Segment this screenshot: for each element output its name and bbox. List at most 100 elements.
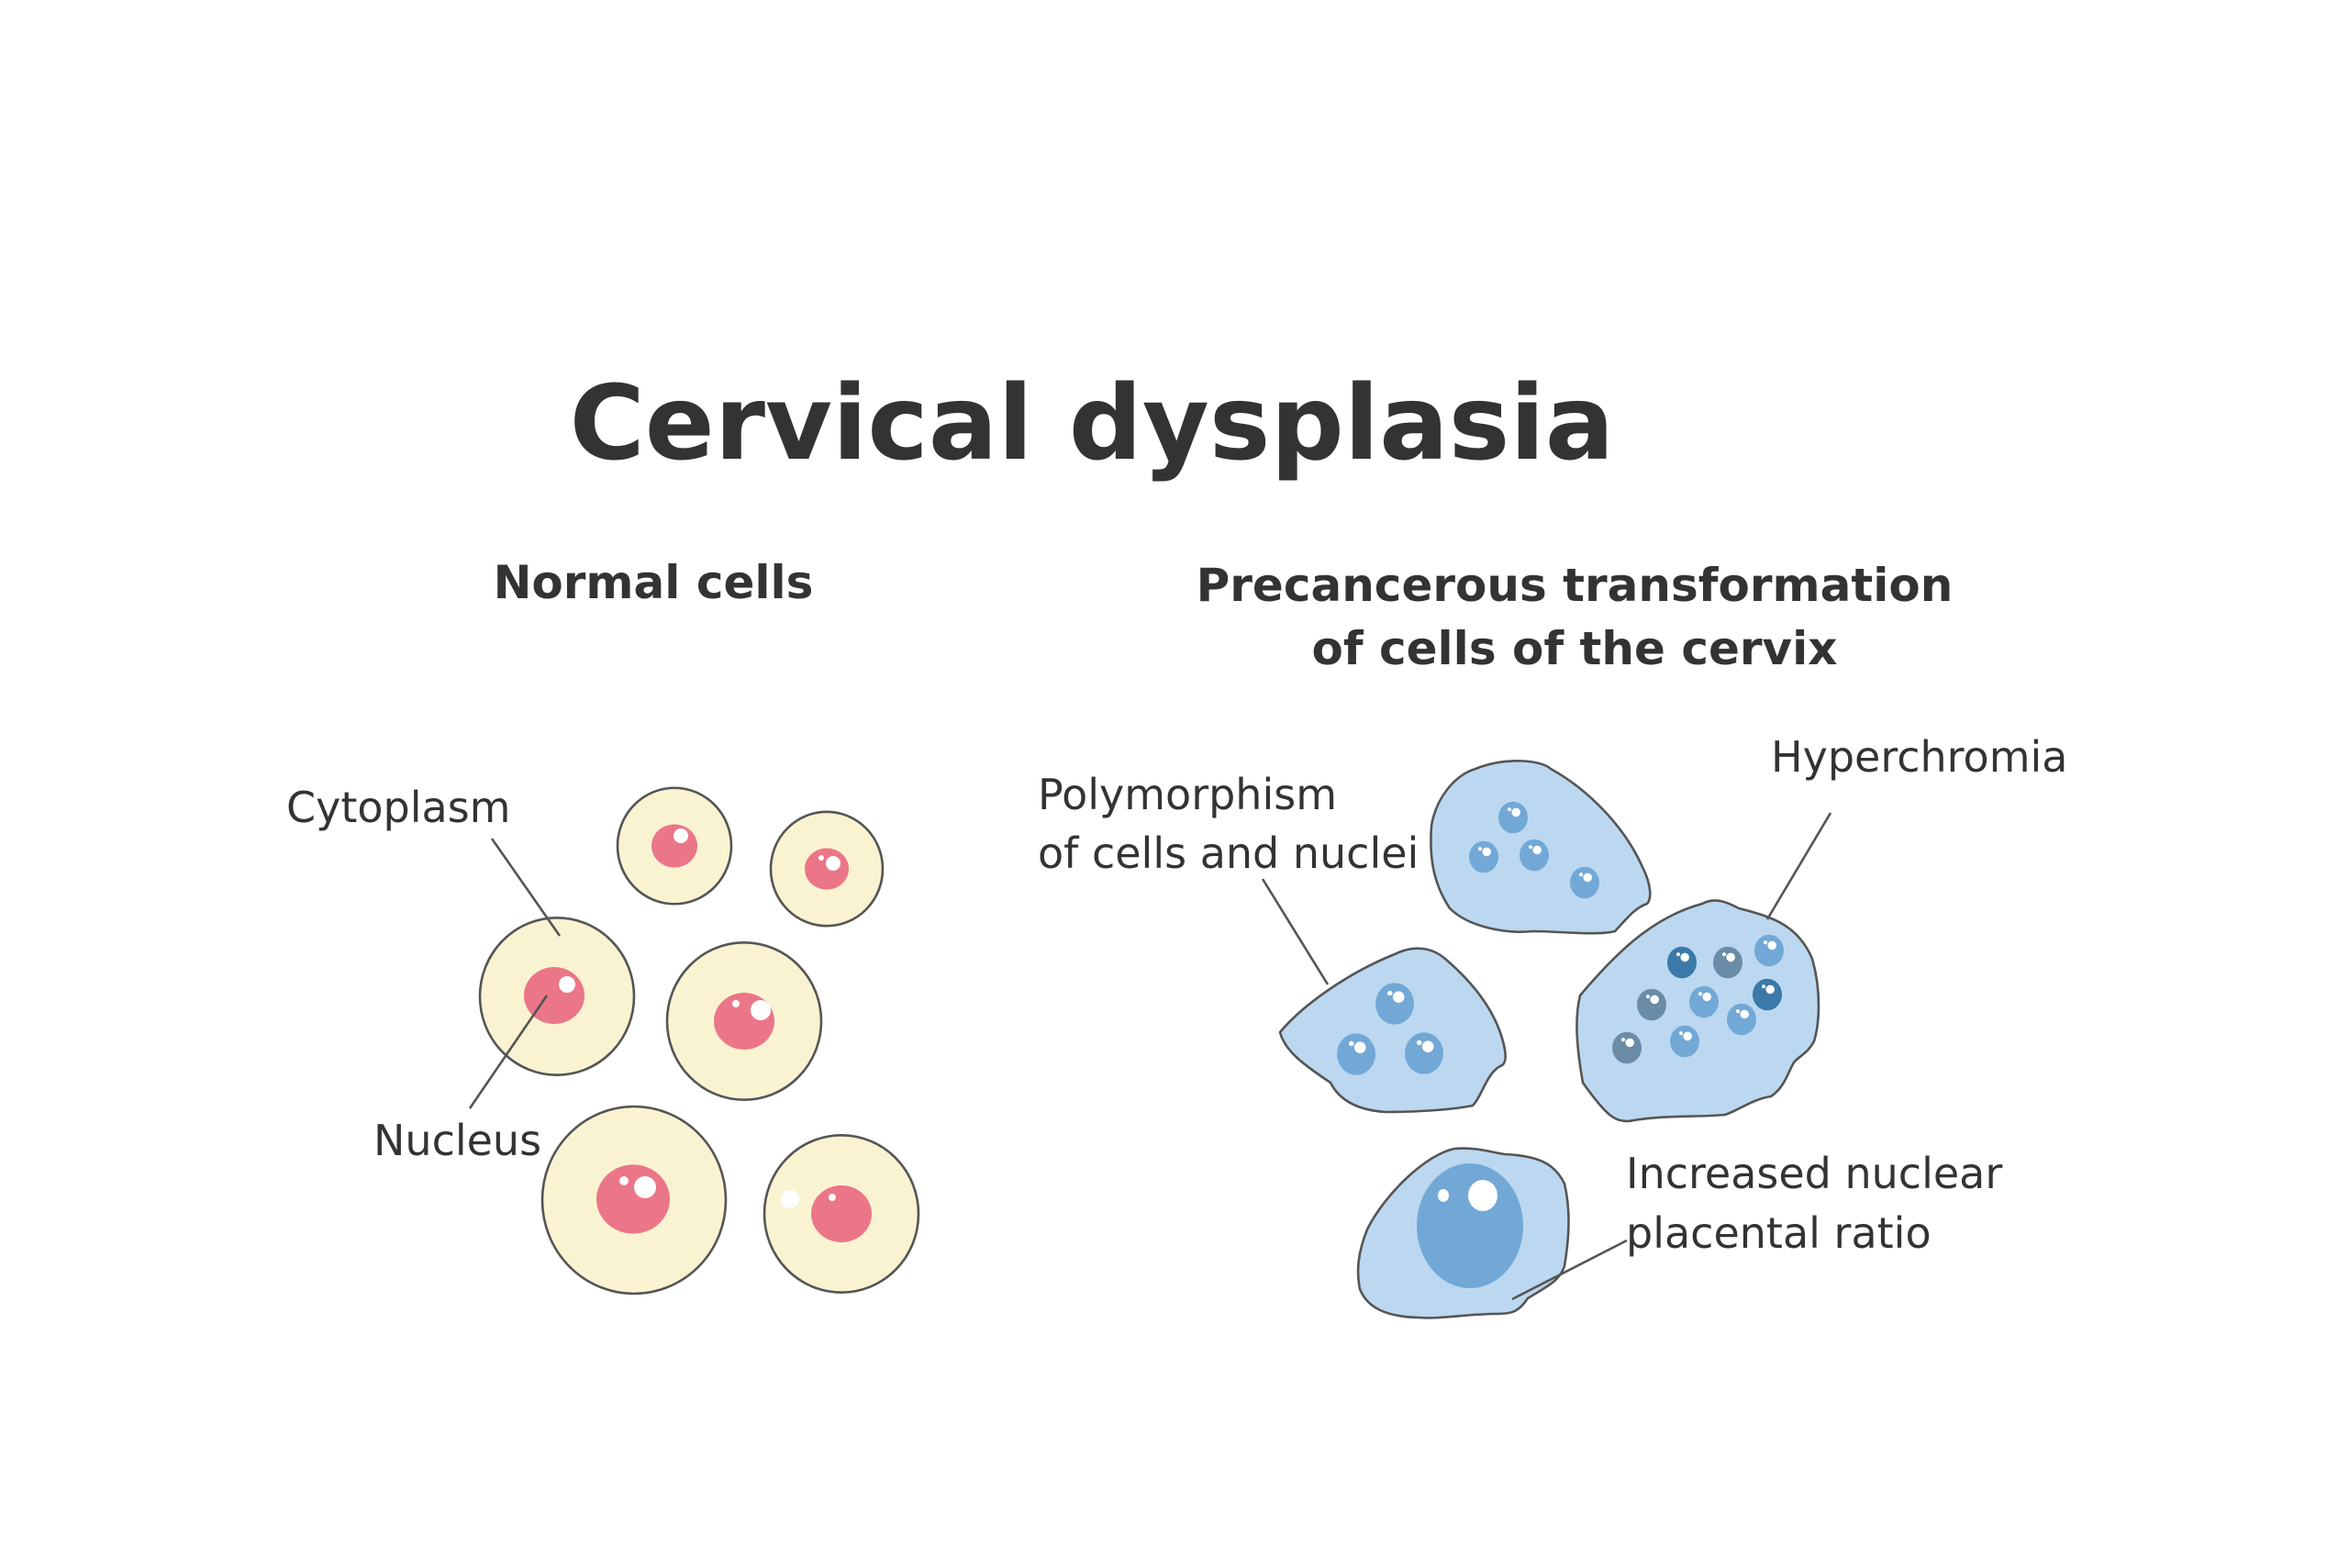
normal-cell	[667, 942, 821, 1099]
abnormal-nucleus	[1753, 979, 1782, 1011]
nucleus-highlight	[674, 828, 688, 843]
ratio-label-line1: Increased nuclear	[1626, 1149, 2002, 1198]
precancerous-heading-line2: of cells of the cervix	[1311, 622, 1837, 675]
nucleus-highlight	[826, 856, 841, 871]
hyperchromia-label: Hyperchromia	[1771, 732, 2067, 782]
nucleus-highlight	[751, 1000, 771, 1020]
precancerous-heading-line1: Precancerous transformation	[1197, 559, 1954, 612]
abnormal-nucleus	[1754, 935, 1784, 967]
cytoplasm-label: Cytoplasm	[286, 783, 510, 832]
nucleus-body	[1753, 979, 1782, 1011]
nucleus-highlight	[1354, 1041, 1366, 1053]
nucleus-highlight	[1482, 848, 1491, 857]
nucleus-highlight	[1702, 993, 1711, 1002]
abnormal-nucleus	[1375, 983, 1414, 1024]
abnormal-nucleus	[1498, 802, 1528, 834]
nucleus-highlight	[1762, 984, 1765, 988]
nucleus-highlight	[1764, 940, 1767, 944]
nucleus-highlight	[1736, 1009, 1740, 1013]
normal-cells-group	[480, 788, 918, 1294]
nucleus-highlight	[1740, 1010, 1749, 1019]
precancerous-section: Precancerous transformation of cells of …	[1038, 559, 2067, 1318]
nucleus-body	[1375, 983, 1414, 1024]
nucleus-highlight	[1579, 873, 1583, 876]
nucleus	[651, 825, 697, 868]
nucleus-highlight	[1349, 1041, 1353, 1046]
nucleus-body	[1612, 1032, 1642, 1064]
abnormal-nucleus	[1570, 867, 1599, 899]
nucleus-highlight	[1726, 953, 1735, 962]
polymorphic-cell-left	[1280, 949, 1506, 1112]
normal-cell	[618, 788, 731, 904]
nucleus-highlight	[619, 1176, 629, 1185]
nucleus-highlight	[1387, 991, 1392, 995]
abnormal-nucleus	[1520, 840, 1549, 872]
nucleus-body	[1637, 989, 1666, 1021]
nucleus-highlight	[1680, 953, 1689, 962]
abnormal-nucleus	[1670, 1026, 1699, 1058]
normal-cell	[480, 917, 634, 1074]
abnormal-nucleus	[1405, 1032, 1443, 1073]
nucleus-body	[1670, 1026, 1699, 1058]
nucleus-highlight-small	[1438, 1189, 1449, 1202]
nucleus-highlight	[829, 1194, 836, 1201]
nucleus-highlight	[732, 1000, 740, 1007]
nucleus-highlight	[1650, 995, 1659, 1005]
nucleus-highlight	[1508, 807, 1511, 811]
abnormal-nucleus	[1469, 841, 1498, 873]
nucleus-highlight	[1679, 1031, 1683, 1035]
nucleus-highlight	[1478, 847, 1482, 851]
nucleus-label: Nucleus	[373, 1116, 541, 1165]
abnormal-nucleus	[1713, 947, 1742, 979]
nucleus	[596, 1164, 670, 1233]
normal-cells-heading: Normal cells	[494, 556, 814, 609]
abnormal-nucleus	[1637, 989, 1666, 1021]
nucleus-highlight	[1646, 995, 1650, 998]
nucleus-highlight	[1422, 1040, 1434, 1052]
nucleus-body	[1754, 935, 1784, 967]
nucleus-body	[1727, 1004, 1756, 1036]
polymorphism-leader-line	[1263, 879, 1328, 984]
nucleus-highlight	[781, 1190, 799, 1208]
nucleus-highlight	[1683, 1032, 1692, 1041]
ratio-label-line2: placental ratio	[1626, 1208, 1932, 1258]
nucleus-highlight	[1529, 845, 1532, 849]
nucleus-highlight	[1393, 991, 1405, 1003]
nucleus	[805, 848, 849, 889]
nucleus-highlight	[1511, 808, 1520, 817]
abnormal-nucleus	[1667, 947, 1697, 979]
normal-cells-section: Normal cells Cytoplasm Nucleus	[286, 556, 918, 1294]
nucleus-body	[1520, 840, 1549, 872]
nucleus-body	[1667, 947, 1697, 979]
nucleus-body	[1498, 802, 1528, 834]
nucleus-body	[1469, 841, 1498, 873]
diagram-title: Cervical dysplasia	[570, 364, 1615, 484]
nucleus-highlight	[1765, 985, 1775, 995]
abnormal-nucleus	[1337, 1033, 1375, 1074]
nucleus-body	[1570, 867, 1599, 899]
hyperchromia-leader-line	[1767, 813, 1831, 919]
nucleus-highlight	[1621, 1038, 1625, 1041]
nucleus-highlight	[1417, 1040, 1421, 1045]
nucleus-body	[1713, 947, 1742, 979]
nucleus-highlight	[1583, 873, 1592, 883]
nucleus-body	[1337, 1033, 1375, 1074]
normal-cell	[771, 812, 883, 926]
nucleus-highlight	[1676, 952, 1680, 956]
nucleus-highlight	[1722, 952, 1726, 956]
cytoplasm-leader-line	[492, 839, 560, 936]
normal-cell	[542, 1106, 726, 1294]
nucleus	[811, 1185, 872, 1242]
nucleus-highlight	[1767, 941, 1776, 951]
nucleus-highlight	[1625, 1039, 1634, 1048]
nucleus-highlight	[559, 976, 575, 993]
nucleus-body	[1405, 1032, 1443, 1073]
nucleus-highlight	[1698, 992, 1702, 995]
abnormal-nucleus	[1689, 986, 1719, 1018]
abnormal-nucleus	[1727, 1004, 1756, 1036]
nucleus-body	[1689, 986, 1719, 1018]
nucleus-highlight-large	[1468, 1180, 1497, 1211]
nucleus-highlight	[634, 1176, 656, 1198]
abnormal-nucleus	[1612, 1032, 1642, 1064]
